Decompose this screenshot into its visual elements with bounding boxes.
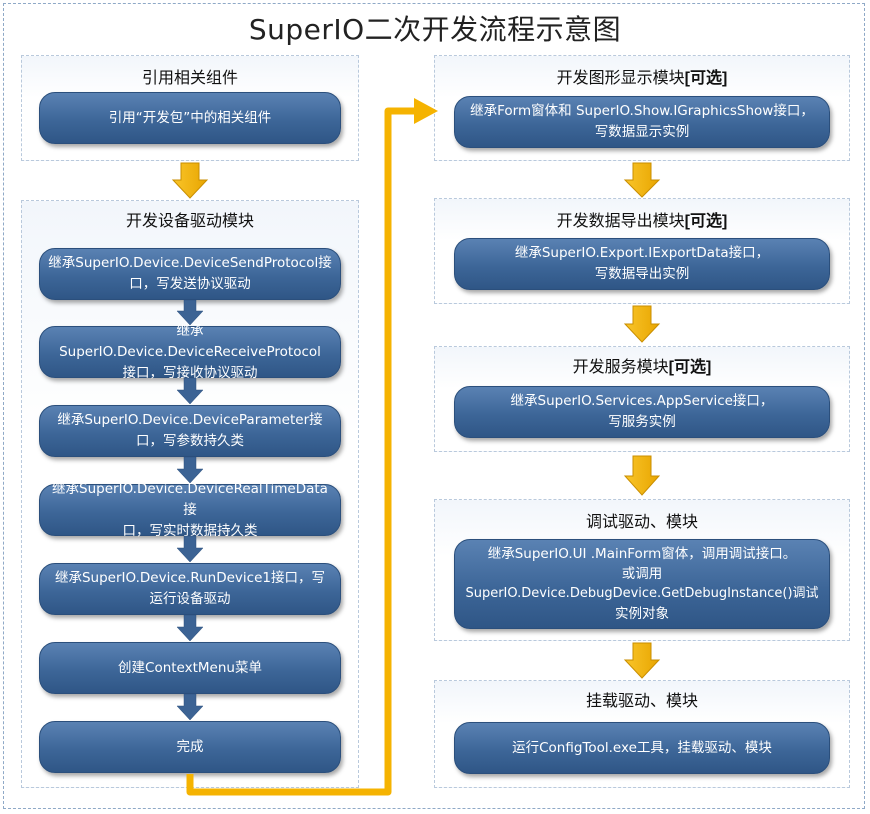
node-mount: 运行ConfigTool.exe工具，挂载驱动、模块 <box>454 722 830 774</box>
node-line: 写数据显示实例 <box>594 124 690 140</box>
node-line: 继承SuperIO.Device.RunDevice1接口，写 <box>54 570 325 586</box>
node-service: 继承SuperIO.Services.AppService接口， 写服务实例 <box>454 386 830 438</box>
section-title-text: 开发图形显示模块 <box>556 68 685 87</box>
section-driver-title: 开发设备驱动模块 <box>125 211 254 230</box>
blue-arrow-down-icon <box>176 377 204 405</box>
node-line: 继承SuperIO.Device.DeviceRealTimeData接 <box>52 480 328 518</box>
optional-tag: [可选] <box>668 359 712 376</box>
node-send-protocol: 继承SuperIO.Device.DeviceSendProtocol接口，写发… <box>39 248 341 300</box>
optional-tag: [可选] <box>684 70 728 87</box>
section-title-text: 开发服务模块 <box>572 357 669 376</box>
gold-arrow-down-icon <box>623 455 661 496</box>
section-title-text: 挂载驱动、模块 <box>585 691 698 710</box>
section-title-text: 调试驱动、模块 <box>585 512 698 531</box>
node-reference-components: 引用“开发包”中的相关组件 <box>39 92 341 144</box>
gold-arrow-down-icon <box>623 305 661 343</box>
node-debug: 继承SuperIO.UI .MainForm窗体，调用调试接口。 或调用 Sup… <box>454 539 830 629</box>
node-line: 继承SuperIO.UI .MainForm窗体，调用调试接口。 <box>487 546 797 562</box>
node-line: 继承SuperIO.Services.AppService接口， <box>510 393 774 409</box>
gold-connector-arrow-icon <box>186 98 438 796</box>
diagram-frame <box>3 3 865 809</box>
node-receive-protocol: 继承SuperIO.Device.DeviceReceiveProtocol 接口… <box>39 323 341 381</box>
blue-arrow-down-icon <box>176 693 204 721</box>
node-line: 继承SuperIO.Device.DeviceReceiveProtocol <box>59 322 321 360</box>
node-label: 引用“开发包”中的相关组件 <box>108 109 272 126</box>
blue-arrow-down-icon <box>176 535 204 563</box>
diagram-title: SuperIO二次开发流程示意图 <box>248 13 622 46</box>
node-line: 运行设备驱动 <box>149 591 231 607</box>
node-line: 继承Form窗体和 SuperIO.Show.IGraphicsShow接口， <box>470 103 814 119</box>
node-line: 创建ContextMenu菜单 <box>118 659 262 676</box>
node-line: 继承SuperIO.Device.DeviceParameter接 <box>57 412 323 428</box>
node-line: 继承SuperIO.Export.IExportData接口， <box>514 245 770 261</box>
node-context-menu: 创建ContextMenu菜单 <box>39 642 341 694</box>
node-line: 口，写发送协议驱动 <box>129 276 251 292</box>
gold-arrow-down-icon <box>171 162 209 199</box>
node-run-device: 继承SuperIO.Device.RunDevice1接口，写运行设备驱动 <box>39 563 341 615</box>
node-line: 写数据导出实例 <box>594 266 690 282</box>
node-line: 接口，写接收协议驱动 <box>122 364 258 381</box>
node-done: 完成 <box>39 721 341 773</box>
node-data-export: 继承SuperIO.Export.IExportData接口， 写数据导出实例 <box>454 238 830 290</box>
blue-arrow-down-icon <box>176 456 204 484</box>
node-line: 完成 <box>176 738 204 755</box>
node-line: 或调用 <box>621 566 663 582</box>
node-line: 口，写实时数据持久类 <box>122 522 258 539</box>
node-line: 写服务实例 <box>608 414 676 430</box>
node-line: 继承SuperIO.Device.DeviceSendProtocol接 <box>48 255 332 271</box>
gold-arrow-down-icon <box>623 642 661 679</box>
node-graphics-show: 继承Form窗体和 SuperIO.Show.IGraphicsShow接口， 写… <box>454 96 830 148</box>
node-line: 运行ConfigTool.exe工具，挂载驱动、模块 <box>512 739 772 756</box>
node-line: 口，写参数持久类 <box>136 433 244 449</box>
node-line: SuperIO.Device.DebugDevice.GetDebugInsta… <box>465 586 819 601</box>
blue-arrow-down-icon <box>176 614 204 642</box>
section-reference-title: 引用相关组件 <box>141 68 238 87</box>
optional-tag: [可选] <box>684 213 728 230</box>
gold-arrow-down-icon <box>623 162 661 198</box>
blue-arrow-down-icon <box>176 299 204 326</box>
node-realtime-data: 继承SuperIO.Device.DeviceRealTimeData接口，写实… <box>39 481 341 539</box>
node-line: 实例对象 <box>615 606 669 622</box>
node-device-parameter: 继承SuperIO.Device.DeviceParameter接口，写参数持久… <box>39 405 341 457</box>
section-title-text: 开发数据导出模块 <box>556 211 685 230</box>
